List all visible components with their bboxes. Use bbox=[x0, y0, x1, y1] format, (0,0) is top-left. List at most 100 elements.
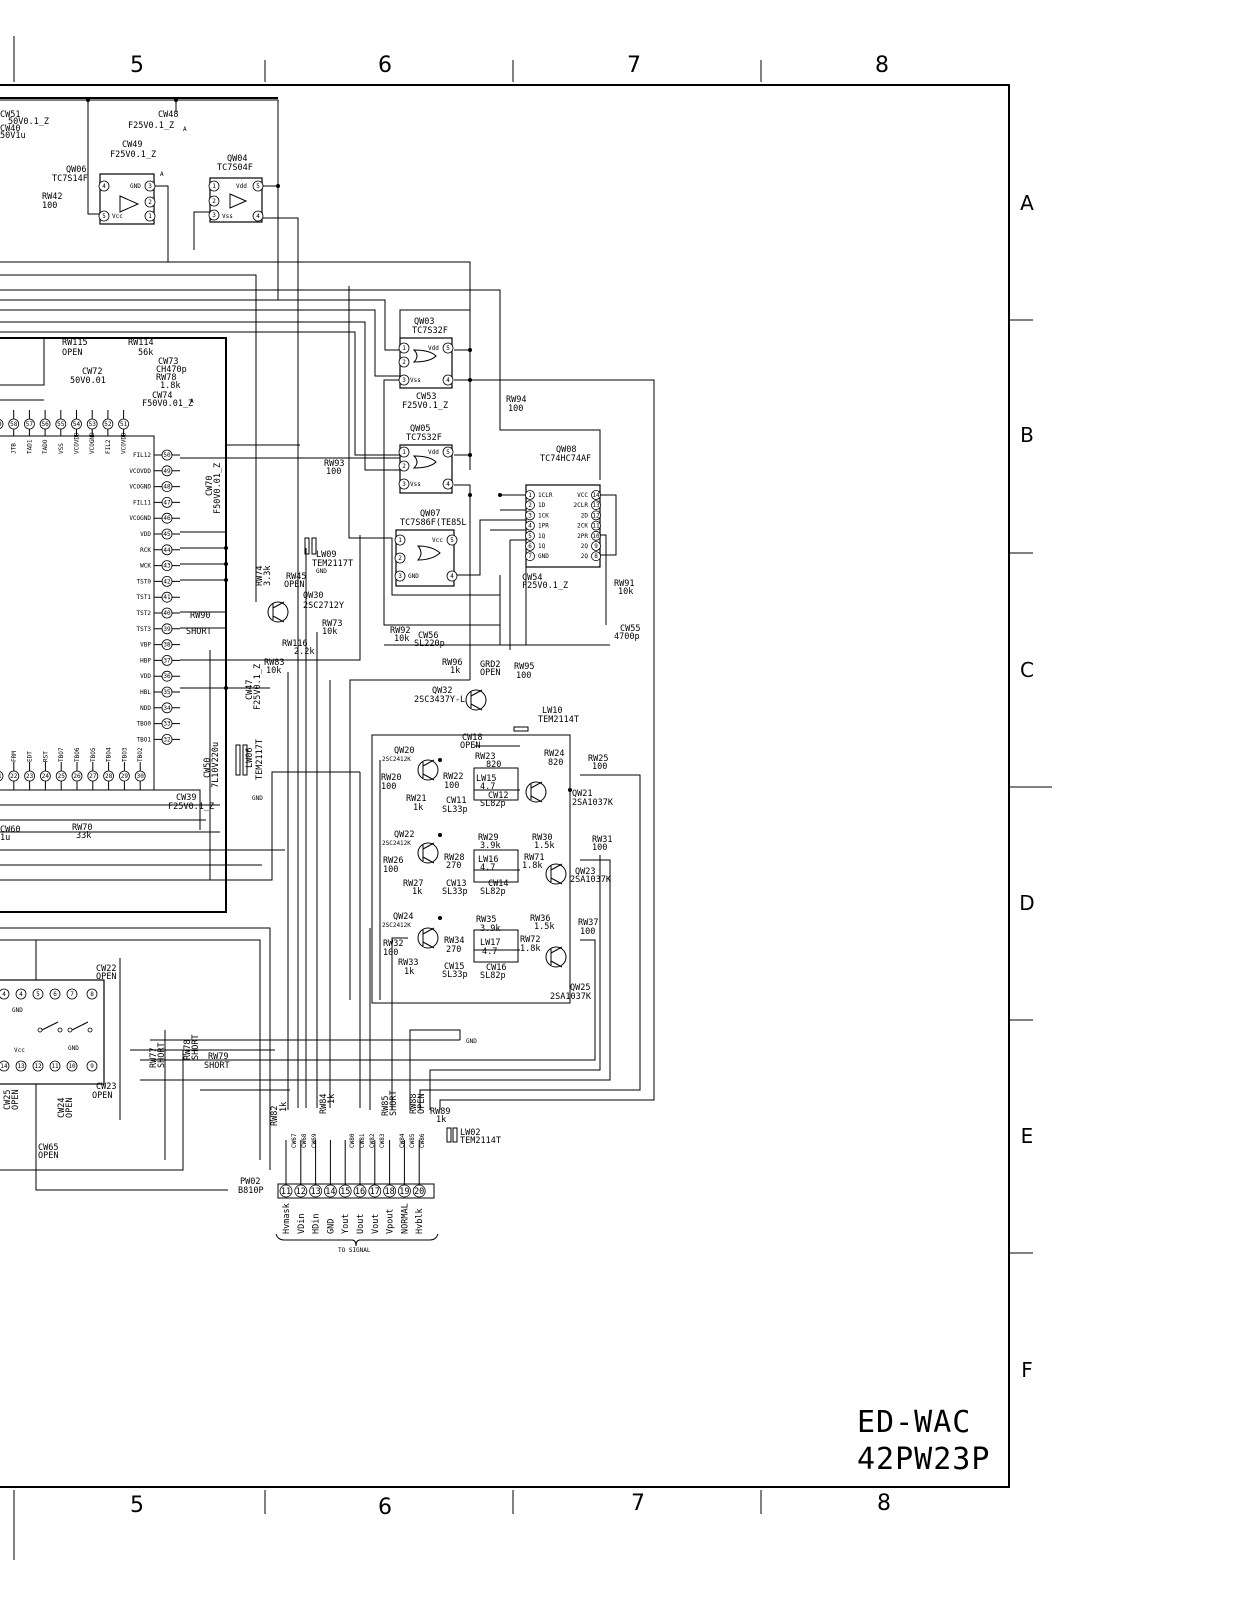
svg-text:1.8k: 1.8k bbox=[160, 381, 180, 391]
ic-pin-name: WCK bbox=[140, 563, 151, 570]
pin-number: 6 bbox=[53, 991, 57, 998]
svg-text:RW73: RW73 bbox=[322, 619, 342, 629]
ic-pin bbox=[134, 770, 146, 782]
transistor-part: 2SC2412K bbox=[382, 840, 411, 847]
svg-text:RW116: RW116 bbox=[282, 639, 308, 649]
svg-text:3: 3 bbox=[212, 212, 216, 219]
ic-pin-number: 55 bbox=[57, 421, 65, 428]
main-ic-bottom-pins: 21DCK22FRM23EDT24RST25TBO726TBO627TBO528… bbox=[0, 747, 146, 790]
ic-pin-number: 41 bbox=[163, 594, 171, 601]
transistor-qw24: QW24 2SC2412K bbox=[382, 912, 439, 949]
ic-pin-number: 44 bbox=[163, 547, 171, 554]
gnd-pin-text: GND bbox=[130, 183, 141, 190]
svg-text:RW22: RW22 bbox=[443, 772, 463, 782]
ic-pin-name: 1Q bbox=[538, 543, 546, 550]
svg-text:4.7: 4.7 bbox=[480, 782, 495, 792]
lower-ic-pins-bottom: 14 13 12 11 10 9 bbox=[0, 1060, 98, 1072]
ic-pin bbox=[55, 770, 67, 782]
ic-pin-number: 2 bbox=[528, 502, 532, 509]
ic-part: TC7S14F bbox=[52, 174, 88, 184]
svg-text:CW60: CW60 bbox=[0, 825, 20, 835]
ic-part: TC74HC74AF bbox=[540, 454, 591, 464]
svg-text:1k: 1k bbox=[412, 887, 422, 897]
svg-text:CH470p: CH470p bbox=[156, 365, 187, 375]
pin-number: 11 bbox=[51, 1063, 59, 1070]
svg-text:RW20: RW20 bbox=[381, 773, 401, 783]
ic-pin bbox=[161, 655, 173, 666]
connector-pin-number: 19 bbox=[399, 1187, 409, 1197]
svg-text:SHORT: SHORT bbox=[389, 1090, 399, 1116]
svg-text:RW92: RW92 bbox=[390, 626, 410, 636]
svg-text:CW69: CW69 bbox=[311, 1133, 318, 1148]
svg-text:100: 100 bbox=[444, 781, 459, 791]
title-block: ED-WAC 42PW23P bbox=[857, 1405, 989, 1477]
ic-pin-number: 27 bbox=[89, 773, 97, 780]
svg-text:F50V0.01_Z: F50V0.01_Z bbox=[142, 399, 193, 409]
ic-part: TC7S04F bbox=[217, 163, 253, 173]
svg-text:100: 100 bbox=[592, 843, 607, 853]
svg-text:CW23: CW23 bbox=[96, 1082, 116, 1092]
svg-text:CW25: CW25 bbox=[3, 1090, 13, 1110]
ic-pin-name: 1PR bbox=[538, 523, 549, 530]
vss-pin-text: Vss bbox=[410, 481, 421, 488]
ic-pin-name: TBO1 bbox=[137, 736, 152, 743]
ic-pin-name: RCK bbox=[140, 547, 151, 554]
transistor-part: 2SC2412K bbox=[382, 756, 411, 763]
svg-text:RW21: RW21 bbox=[406, 794, 426, 804]
pin-number: 14 bbox=[0, 1063, 8, 1070]
transistor-qw30: QW30 2SC2712Y bbox=[267, 591, 344, 623]
ic-pin-number: 7 bbox=[528, 553, 532, 560]
transistor-qw22: QW22 2SC2412K bbox=[382, 830, 439, 864]
ic-pin-number: 54 bbox=[73, 421, 81, 428]
transistor-part: 2SA1037K bbox=[550, 992, 592, 1002]
ic-pin-name: FRM bbox=[11, 751, 18, 762]
svg-text:7L10V220u: 7L10V220u bbox=[211, 742, 221, 788]
ic-pin-name: 2PR bbox=[577, 533, 588, 540]
svg-text:OPEN: OPEN bbox=[38, 1151, 58, 1161]
svg-text:270: 270 bbox=[446, 945, 461, 955]
svg-text:1k: 1k bbox=[436, 1115, 446, 1125]
ic-pin bbox=[86, 418, 98, 430]
svg-text:CW65: CW65 bbox=[38, 1143, 58, 1153]
svg-text:2: 2 bbox=[402, 463, 406, 470]
ic-pin-number: 25 bbox=[58, 773, 66, 780]
svg-text:CW11: CW11 bbox=[446, 796, 466, 806]
svg-text:CW15: CW15 bbox=[444, 962, 464, 972]
ic-pin bbox=[119, 770, 130, 782]
ic-pin-name: HBP bbox=[140, 657, 151, 664]
ic-pin-number: 37 bbox=[163, 657, 171, 664]
svg-text:CW84: CW84 bbox=[399, 1133, 406, 1148]
svg-text:LW16: LW16 bbox=[478, 855, 498, 865]
ic-pin-number: 56 bbox=[41, 421, 49, 428]
connector-signal: Yout bbox=[341, 1214, 351, 1234]
svg-text:10k: 10k bbox=[322, 627, 337, 637]
connector-pin-number: 16 bbox=[355, 1187, 365, 1197]
svg-text:100: 100 bbox=[42, 201, 57, 211]
svg-text:4.7: 4.7 bbox=[480, 863, 495, 873]
ic-pin-number: 23 bbox=[26, 773, 34, 780]
ic-pin-number: 57 bbox=[26, 421, 34, 428]
column-number: 7 bbox=[627, 53, 641, 78]
svg-text:1k: 1k bbox=[279, 1102, 289, 1112]
ic-pin-name: JTB bbox=[11, 443, 18, 454]
connector-signal: GND bbox=[326, 1219, 336, 1234]
ic-pin-number: 47 bbox=[163, 499, 171, 506]
transistor-part: 2SA1037K bbox=[572, 798, 614, 808]
ic-pin-number: 49 bbox=[163, 468, 171, 475]
transistor-ref: QW30 bbox=[303, 591, 323, 601]
svg-text:CW81: CW81 bbox=[359, 1133, 366, 1148]
svg-text:CW22: CW22 bbox=[96, 964, 116, 974]
column-number: 6 bbox=[378, 53, 392, 78]
ic-pin-number: 26 bbox=[73, 773, 81, 780]
transistor-qw25: QW25 2SA1037K bbox=[545, 946, 592, 1002]
svg-text:F25V0.1_Z: F25V0.1_Z bbox=[522, 581, 568, 591]
ic-pin bbox=[71, 418, 82, 430]
ic-ref: QW06 bbox=[66, 165, 86, 175]
pin-number: 7 bbox=[70, 991, 74, 998]
svg-text:RW37: RW37 bbox=[578, 918, 598, 928]
svg-text:RW114: RW114 bbox=[128, 338, 154, 348]
ic-pin-number: 45 bbox=[163, 531, 171, 538]
svg-text:CW80: CW80 bbox=[349, 1133, 356, 1148]
svg-text:50V1u: 50V1u bbox=[0, 131, 26, 141]
ic-pin-name: VDD bbox=[140, 531, 151, 538]
